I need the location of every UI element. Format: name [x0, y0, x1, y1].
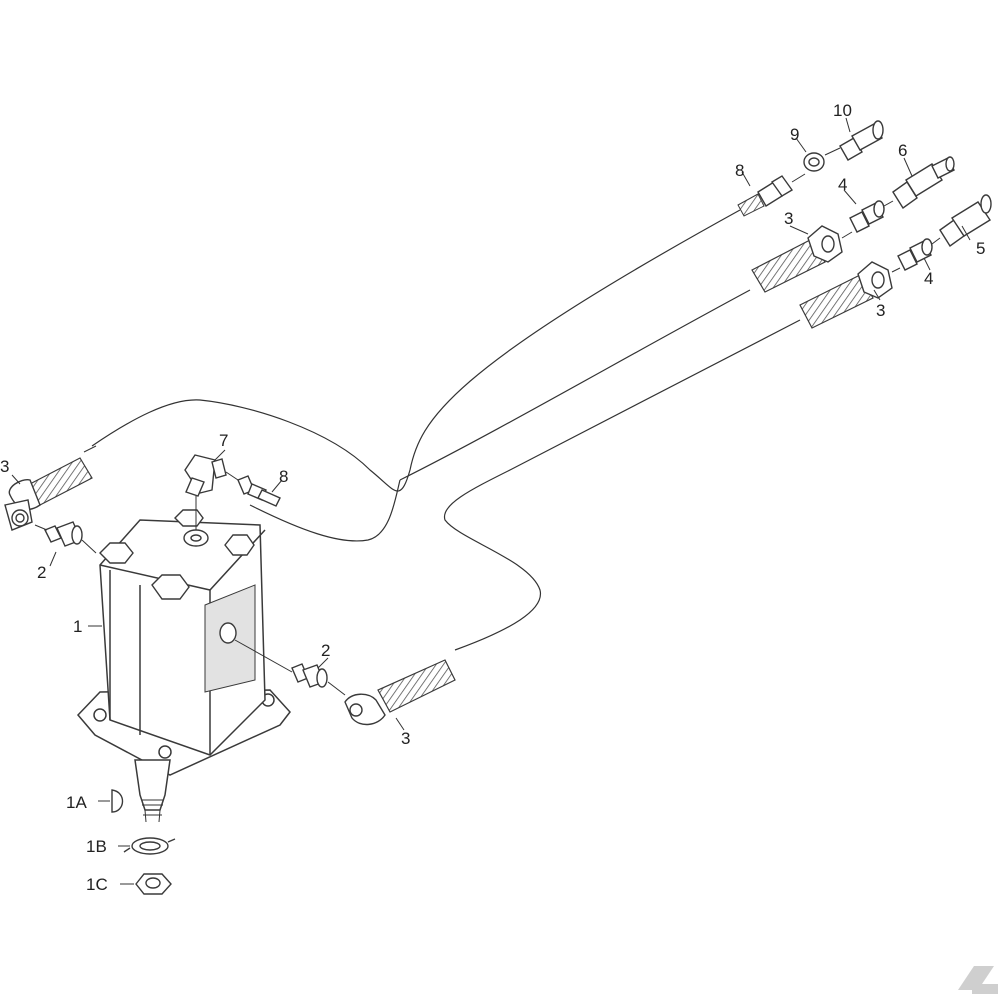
- callout-1c: 1C: [86, 875, 108, 894]
- callout-1: 1: [73, 617, 82, 636]
- hose-line-middle: [399, 289, 751, 481]
- callout-2-right: 2: [321, 641, 330, 660]
- callout-4-lower: 4: [924, 269, 933, 288]
- callout-4-upper: 4: [838, 175, 847, 194]
- callout-leaders: [11, 117, 971, 731]
- callout-labels: 1 1A 1B 1C 2 2 3 3 3 3 4 4 5 6 7 8 8 9 1…: [0, 101, 985, 894]
- quick-coupling-female[interactable]: [939, 194, 992, 248]
- brand-logo-icon: [958, 966, 998, 994]
- hose-end-fitting-top[interactable]: [737, 173, 806, 217]
- hose-line-upper: [91, 209, 741, 542]
- hose-assembly-right[interactable]: [799, 261, 901, 329]
- sealing-washer[interactable]: [803, 147, 841, 172]
- callout-2-left: 2: [37, 563, 46, 582]
- callout-1a: 1A: [66, 793, 87, 812]
- callout-1b: 1B: [86, 837, 107, 856]
- callout-5: 5: [976, 239, 985, 258]
- callout-9: 9: [790, 125, 799, 144]
- woodruff-key[interactable]: [98, 789, 124, 813]
- quick-coupling-male[interactable]: [892, 156, 955, 210]
- adapter-nipple-lower[interactable]: [897, 237, 941, 271]
- callout-3-right: 3: [876, 301, 885, 320]
- callout-6: 6: [898, 141, 907, 160]
- elbow-fitting[interactable]: [184, 454, 227, 530]
- hose-line-lower: [443, 319, 801, 651]
- callout-8-top: 8: [735, 161, 744, 180]
- adapter-nipple-upper[interactable]: [849, 200, 894, 233]
- hydraulic-pump[interactable]: [76, 509, 291, 823]
- callout-3-left: 3: [0, 457, 9, 476]
- lock-washer[interactable]: [118, 837, 176, 855]
- callout-8-left: 8: [279, 467, 288, 486]
- callout-3-mid: 3: [784, 209, 793, 228]
- hex-nut[interactable]: [120, 873, 172, 895]
- straight-adapter-top[interactable]: [839, 120, 884, 161]
- adapter-fitting-left[interactable]: [34, 521, 97, 554]
- hose-assembly-bottom[interactable]: [344, 659, 456, 726]
- hose-end-fitting-left[interactable]: [225, 471, 281, 507]
- hose-assembly-middle[interactable]: [751, 225, 853, 293]
- callout-10: 10: [833, 101, 852, 120]
- adapter-fitting-right[interactable]: [234, 639, 346, 696]
- hose-assembly-left[interactable]: [4, 445, 97, 531]
- callout-3-bottom: 3: [401, 729, 410, 748]
- callout-7: 7: [219, 431, 228, 450]
